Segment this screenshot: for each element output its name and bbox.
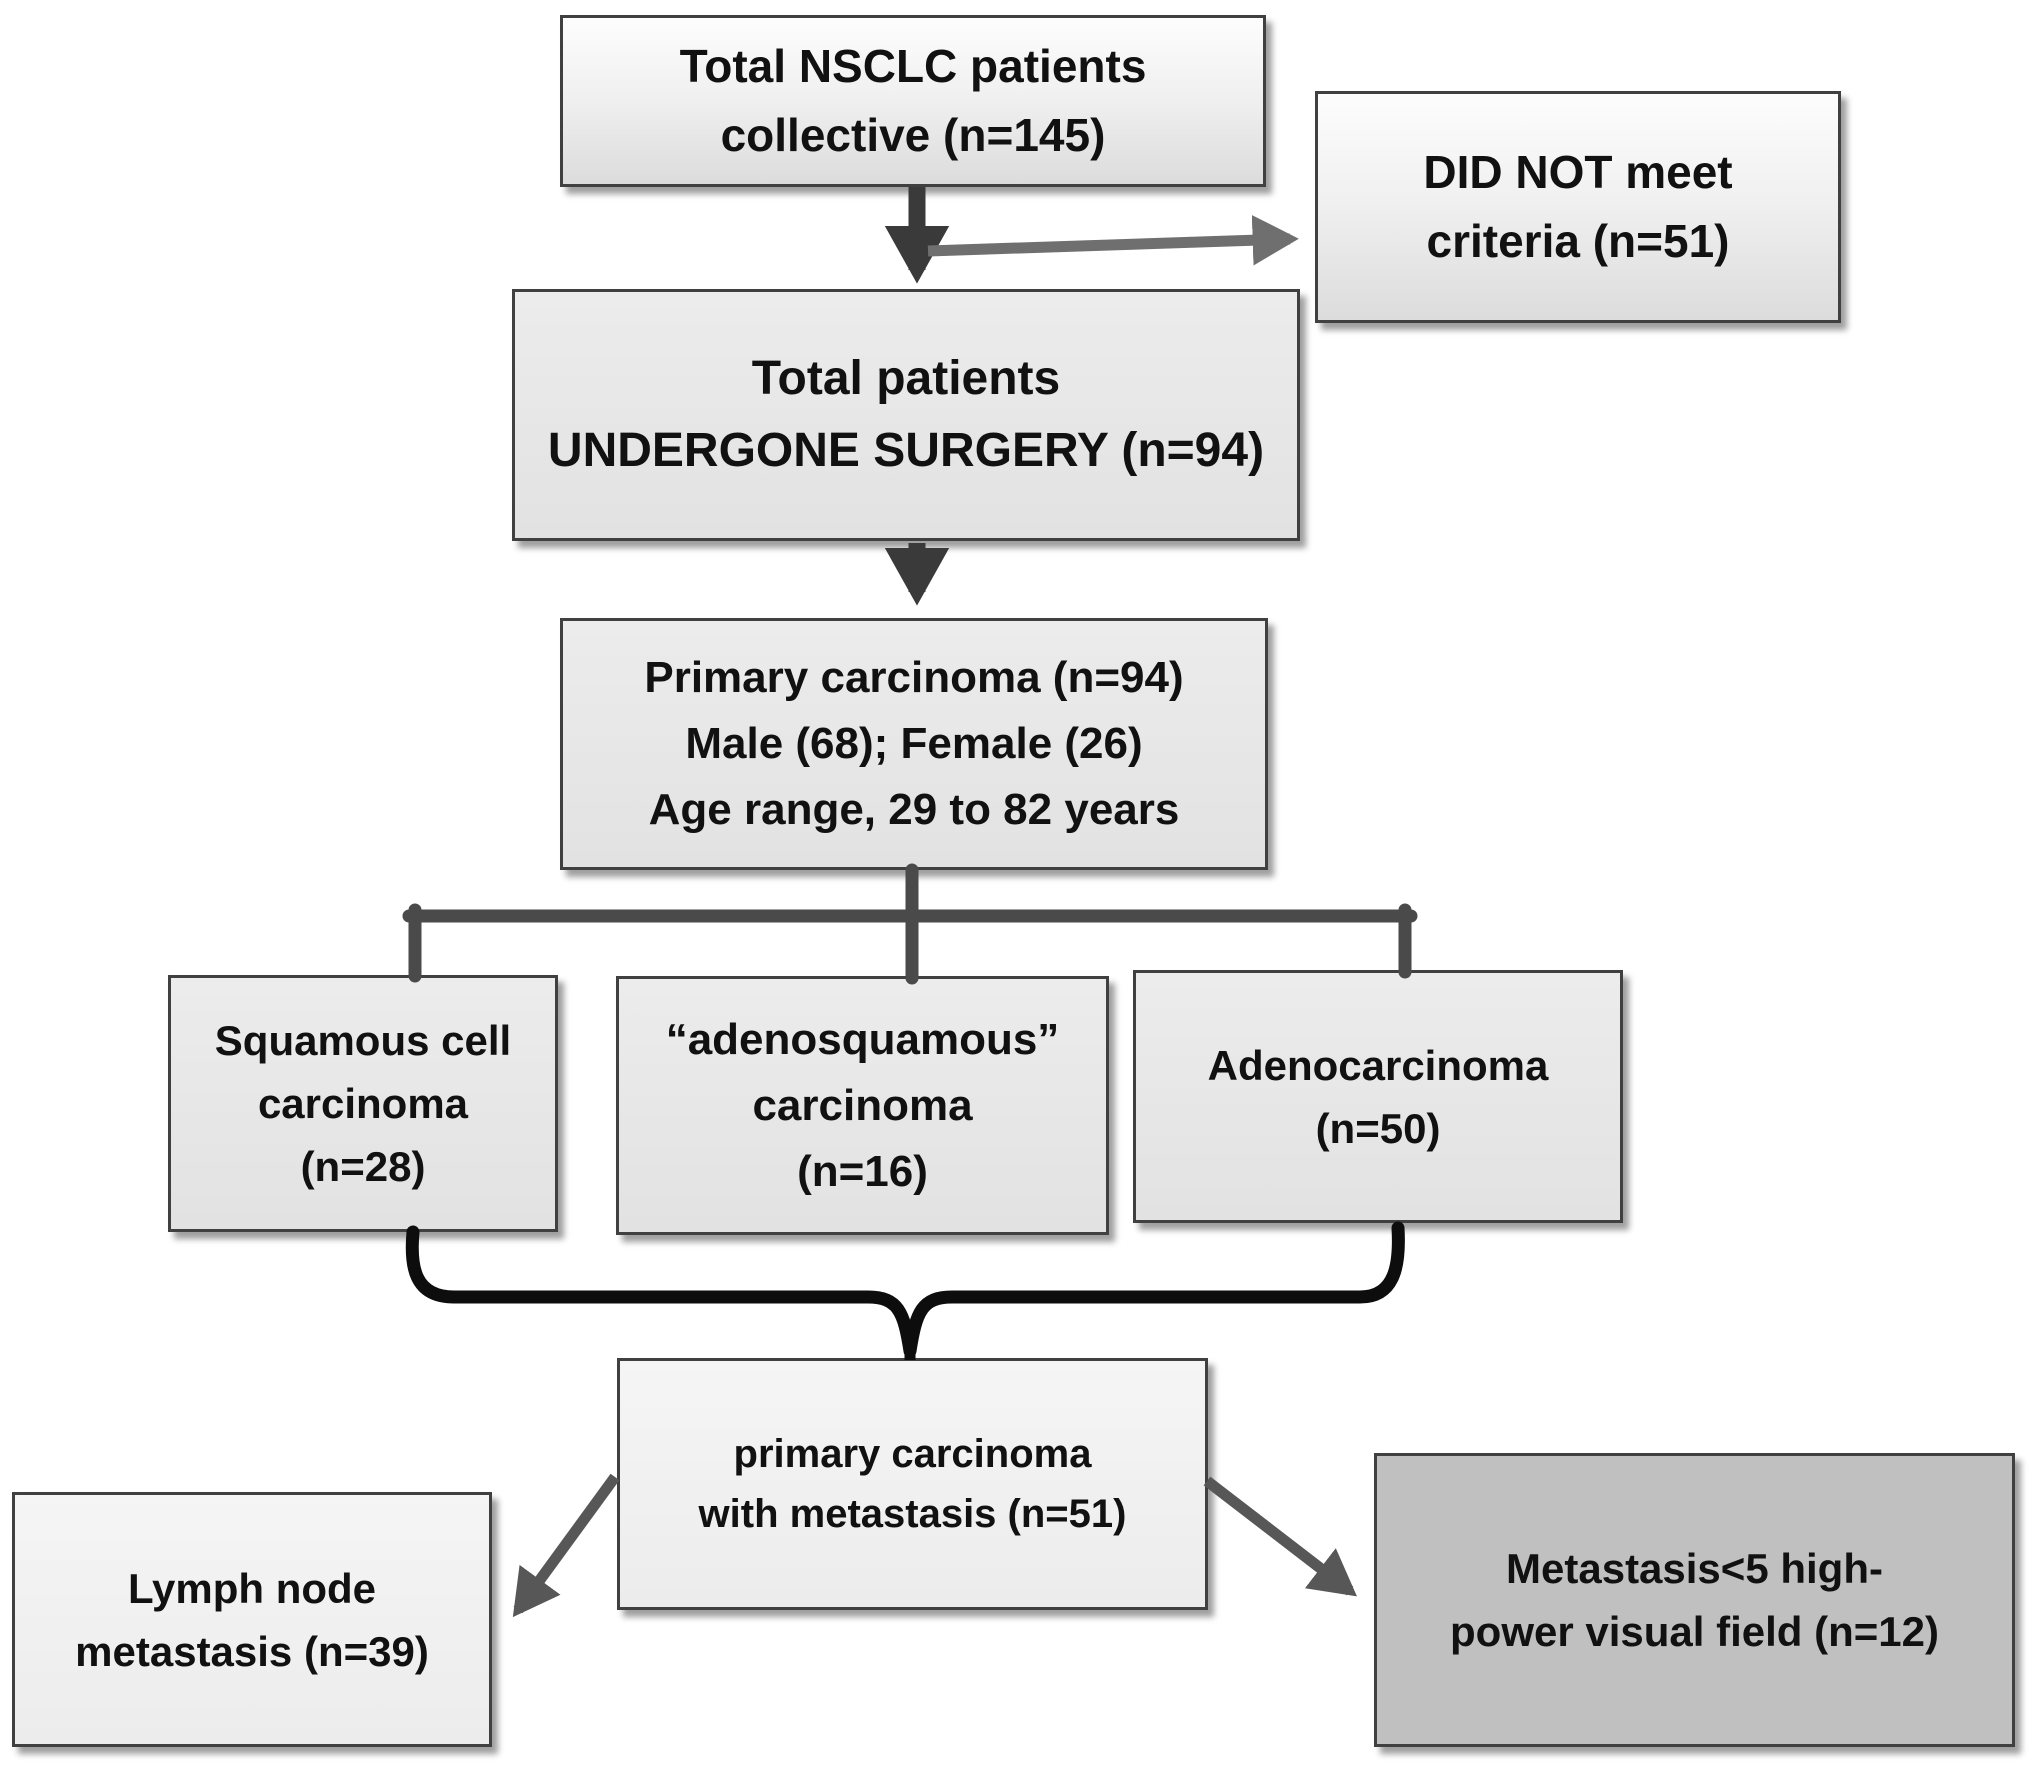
node-text-line: Male (68); Female (26) — [685, 719, 1143, 768]
node-text-line: criteria (n=51) — [1426, 215, 1730, 267]
node-total-nsclc: Total NSCLC patients collective (n=145) — [560, 15, 1266, 187]
node-text-line: Metastasis<5 high- — [1506, 1545, 1883, 1592]
arrow-to-lymph-node — [512, 1473, 620, 1618]
node-text-line: Lymph node — [127, 1564, 377, 1612]
node-text-line: UNDERGONE SURGERY (n=94) — [547, 424, 1265, 477]
node-text-line: primary carcinoma — [733, 1432, 1092, 1476]
arrow-to-high-power-field — [1203, 1476, 1357, 1597]
node-text-line: collective (n=145) — [720, 109, 1106, 161]
node-text-line: carcinoma — [752, 1080, 973, 1130]
node-text-line: Total NSCLC patients — [679, 40, 1147, 92]
node-adenosquamous-carcinoma: “adenosquamous” carcinoma (n=16) — [616, 976, 1109, 1235]
node-primary-carcinoma: Primary carcinoma (n=94) Male (68); Fema… — [560, 618, 1268, 870]
node-text-line: Total patients — [751, 352, 1061, 405]
node-text-line: DID NOT meet — [1423, 146, 1733, 198]
node-text-line: (n=28) — [300, 1143, 426, 1190]
node-text-line: metastasis (n=39) — [75, 1627, 429, 1675]
node-metastasis-high-power-field: Metastasis<5 high- power visual field (n… — [1374, 1453, 2015, 1747]
node-did-not-meet-criteria: DID NOT meet criteria (n=51) — [1315, 91, 1841, 323]
arrow-excluded — [927, 214, 1299, 266]
node-undergone-surgery: Total patients UNDERGONE SURGERY (n=94) — [512, 289, 1300, 541]
brace-connector — [405, 1221, 1405, 1358]
node-text-line: with metastasis (n=51) — [698, 1492, 1127, 1536]
node-text-line: (n=16) — [797, 1146, 928, 1196]
node-text-line: Primary carcinoma (n=94) — [644, 653, 1184, 702]
node-lymph-node-metastasis: Lymph node metastasis (n=39) — [12, 1492, 492, 1747]
node-adenocarcinoma: Adenocarcinoma (n=50) — [1133, 970, 1623, 1223]
node-text-line: Age range, 29 to 82 years — [648, 785, 1180, 834]
node-text-line: Adenocarcinoma — [1207, 1041, 1549, 1089]
node-primary-carcinoma-with-metastasis: primary carcinoma with metastasis (n=51) — [617, 1358, 1208, 1610]
node-text-line: “adenosquamous” — [665, 1014, 1060, 1064]
node-text-line: power visual field (n=12) — [1450, 1608, 1939, 1655]
node-squamous-cell-carcinoma: Squamous cell carcinoma (n=28) — [168, 975, 558, 1232]
tree-connector-histology — [402, 863, 1418, 985]
node-text-line: Squamous cell — [214, 1017, 512, 1064]
node-text-line: (n=50) — [1315, 1104, 1441, 1152]
node-text-line: carcinoma — [257, 1080, 469, 1127]
